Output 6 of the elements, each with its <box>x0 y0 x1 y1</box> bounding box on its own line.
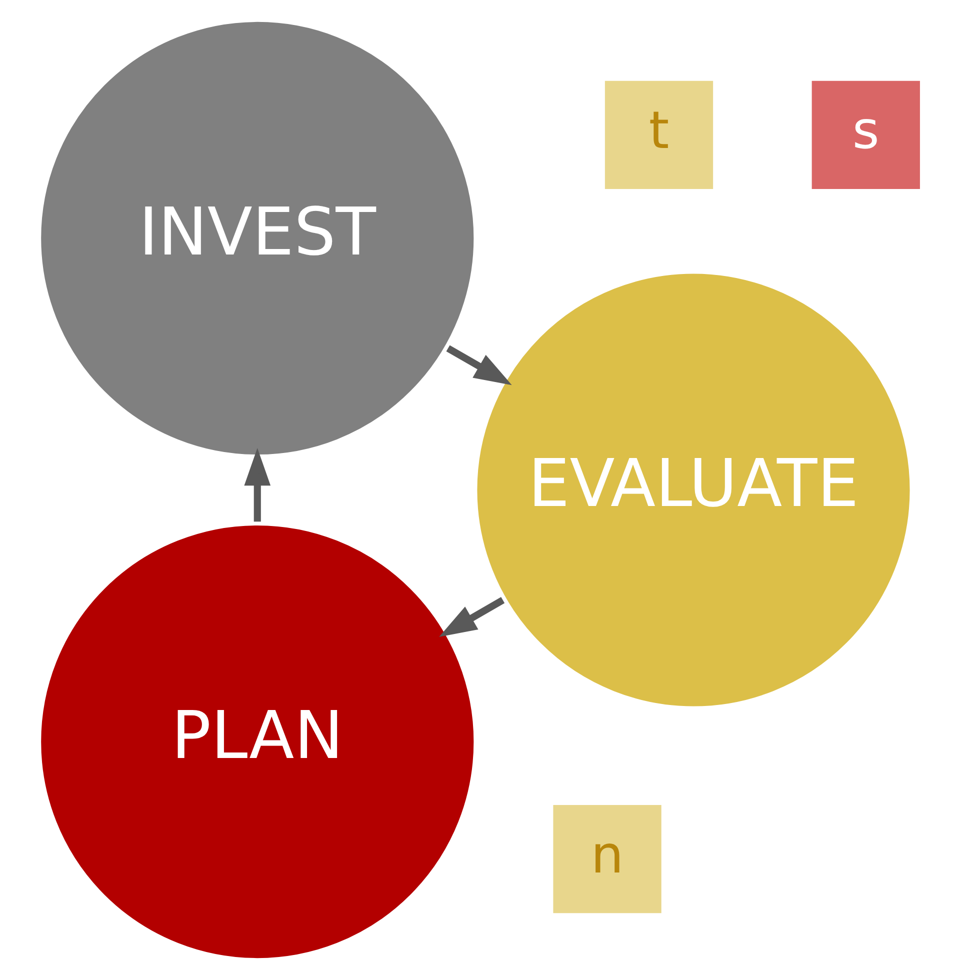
label: n <box>590 824 624 885</box>
arrow <box>244 447 271 522</box>
label: s <box>852 100 880 161</box>
label: t <box>648 100 670 161</box>
arrow <box>439 596 505 636</box>
arrow <box>446 344 512 385</box>
